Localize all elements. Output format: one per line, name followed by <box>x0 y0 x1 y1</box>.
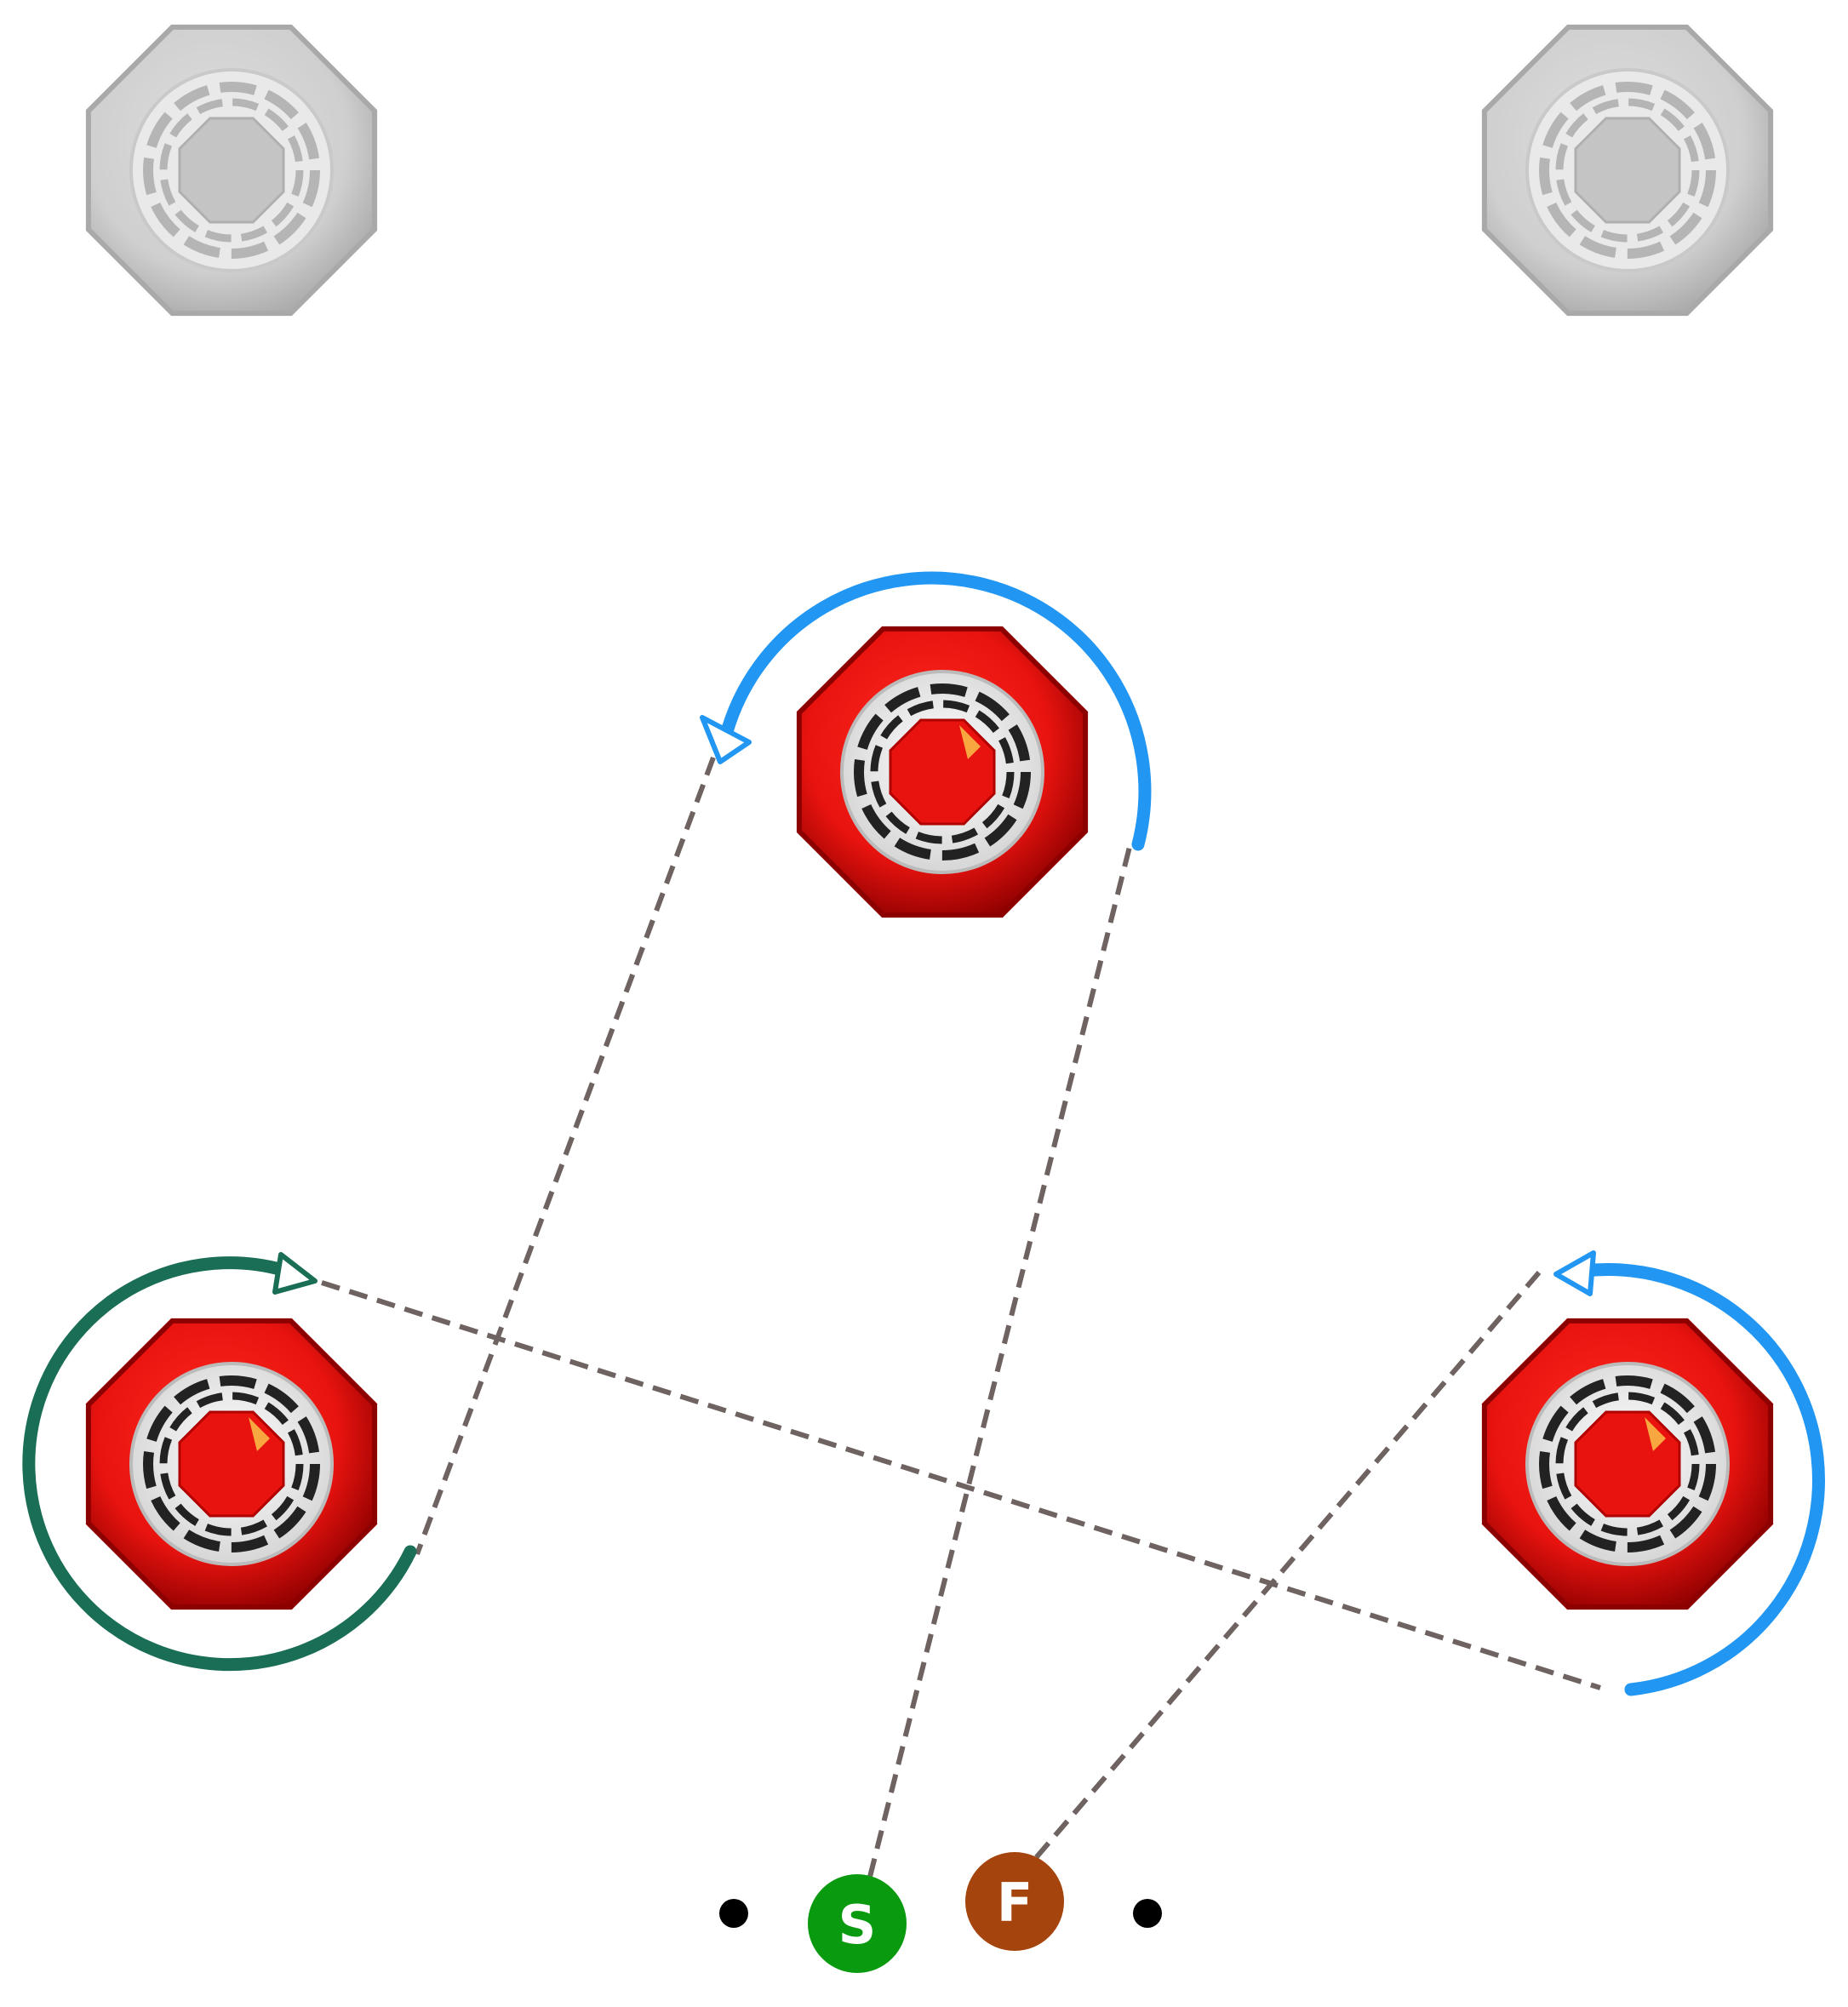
cone-highlight <box>249 1417 270 1451</box>
cone-top <box>178 1410 285 1518</box>
cone-top-left <box>85 24 378 317</box>
cone-ring <box>143 82 320 259</box>
cone-ring <box>870 700 1015 844</box>
cone-ring <box>1539 1375 1716 1552</box>
cone-ring <box>854 683 1031 861</box>
start-finish-area: S F <box>719 1852 1162 1973</box>
dribble-path <box>321 756 1601 1878</box>
finish-marker-circle <box>965 1852 1064 1951</box>
cone-highlight <box>1645 1417 1666 1451</box>
cone-ring <box>159 1392 304 1536</box>
turn-arrow-head-center <box>700 715 752 764</box>
cone-highlight <box>959 725 981 759</box>
path-start-to-center-cone <box>867 846 1132 1878</box>
start-marker-label: S <box>838 1894 877 1956</box>
turn-arrow-center-ccw <box>718 571 1152 851</box>
cone-top <box>178 117 285 224</box>
cone-ring <box>159 98 304 243</box>
cone-ring <box>1555 98 1700 243</box>
path-bottom-right-to-finish <box>1032 1271 1542 1861</box>
turn-arrows <box>22 571 1825 1696</box>
cone-top <box>889 718 996 826</box>
turn-arrow-head-bottom-right <box>1553 1250 1596 1296</box>
cone-top <box>1574 117 1681 224</box>
finish-marker: F <box>965 1852 1064 1951</box>
finish-marker-label: F <box>997 1872 1033 1934</box>
path-bottom-left-to-bottom-right <box>321 1280 1601 1690</box>
turn-arrow-bottom-left-cw <box>22 1256 417 1672</box>
cone-ring <box>1555 1392 1700 1536</box>
start-marker: S <box>808 1874 907 1973</box>
cone-center <box>796 626 1089 918</box>
cone-top-right <box>1481 24 1774 317</box>
boundary-dot-left <box>719 1899 748 1928</box>
cone-ring <box>1539 82 1716 259</box>
cone-ring <box>143 1375 320 1552</box>
turn-arrow-head-bottom-left <box>272 1252 318 1295</box>
cone-top <box>1574 1410 1681 1518</box>
boundary-dot-right <box>1133 1899 1162 1928</box>
cone-bottom-right <box>1481 1318 1774 1610</box>
start-marker-circle <box>808 1874 907 1973</box>
cone-bottom-left <box>85 1318 378 1610</box>
turn-arrow-bottom-right-ccw <box>1578 1263 1825 1696</box>
path-center-cone-to-bottom-left <box>415 756 716 1556</box>
